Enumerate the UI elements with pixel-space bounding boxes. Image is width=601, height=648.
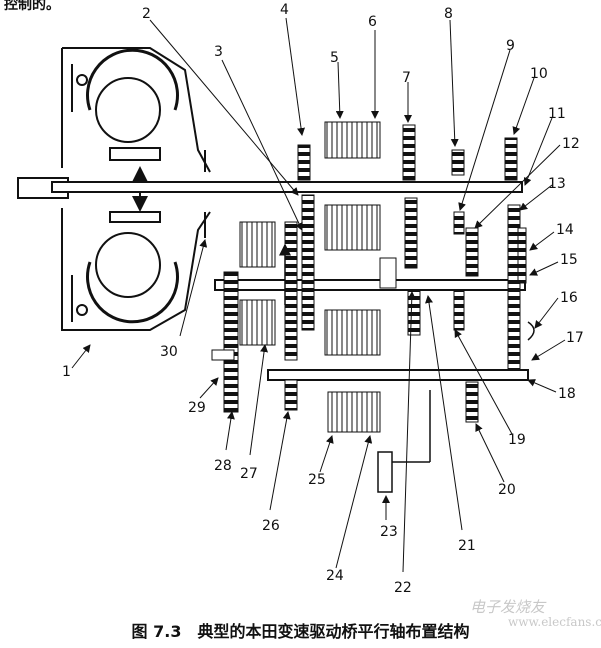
callout-29: 29: [188, 400, 206, 416]
input-shaft: [17, 177, 523, 199]
callout-13: 13: [548, 176, 566, 192]
figure-number: 图 7.3: [131, 622, 182, 641]
callout-8: 8: [444, 6, 453, 22]
watermark: 电子发烧友 www.elecfans.com: [470, 596, 601, 629]
callout-6: 6: [368, 14, 377, 30]
output-shaft: [267, 369, 529, 381]
watermark-url: www.elecfans.com: [508, 615, 601, 629]
callout-17: 17: [566, 330, 584, 346]
callout-19: 19: [508, 432, 526, 448]
callout-11: 11: [548, 106, 566, 122]
callout-7: 7: [402, 70, 411, 86]
callout-4: 4: [280, 2, 289, 18]
callout-26: 26: [262, 518, 280, 534]
leader-lines: [71, 17, 566, 573]
callout-18: 18: [558, 386, 576, 402]
callout-3: 3: [214, 44, 223, 60]
torque-converter: [61, 47, 211, 331]
callout-12: 12: [562, 136, 580, 152]
clutch-packs: [239, 121, 397, 433]
figure-caption: 图 7.3 典型的本田变速驱动桥平行轴布置结构: [0, 618, 601, 642]
callout-15: 15: [560, 252, 578, 268]
callout-22: 22: [394, 580, 412, 596]
callout-numbers: 1 2 3 4 5 6 7 8 9 10 11 12 13 14 15 16 1…: [62, 2, 584, 596]
callout-5: 5: [330, 50, 339, 66]
callout-28: 28: [214, 458, 232, 474]
figure-title: 典型的本田变速驱动桥平行轴布置结构: [197, 622, 470, 641]
callout-27: 27: [240, 466, 258, 482]
misc-parts: [377, 321, 535, 493]
callout-10: 10: [530, 66, 548, 82]
callout-1: 1: [62, 364, 71, 380]
watermark-text: 电子发烧友: [470, 598, 546, 616]
callout-21: 21: [458, 538, 476, 554]
callout-23: 23: [380, 524, 398, 540]
callout-25: 25: [308, 472, 326, 488]
callout-2: 2: [142, 6, 151, 22]
gears: [211, 124, 527, 423]
top-text-fragment: 控制的。: [4, 0, 60, 13]
callout-16: 16: [560, 290, 578, 306]
callout-20: 20: [498, 482, 516, 498]
callout-14: 14: [556, 222, 574, 238]
callout-24: 24: [326, 568, 344, 584]
callout-30: 30: [160, 344, 178, 360]
countershaft: [214, 279, 526, 291]
callout-9: 9: [506, 38, 515, 54]
